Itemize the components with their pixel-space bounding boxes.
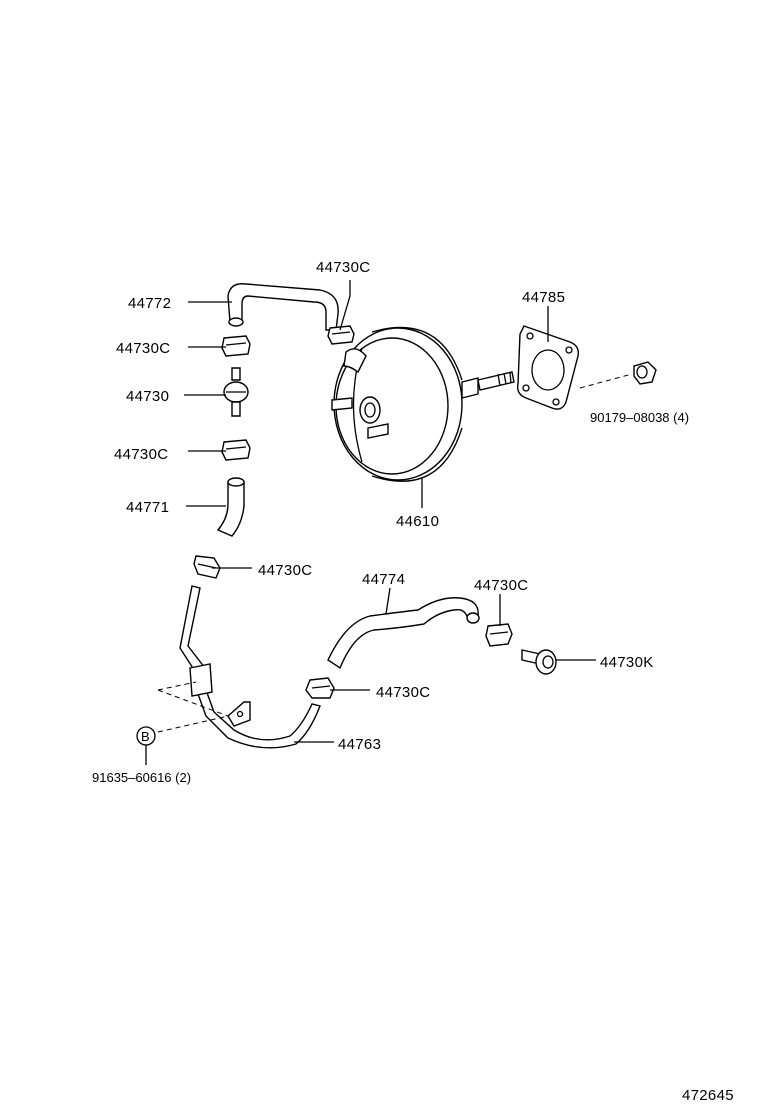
label-90179-08038: 90179–08038 (4) [590,410,689,425]
bolt-b-dash-leader [157,681,229,733]
label-44730c-2: 44730C [114,446,168,463]
hose-44771[interactable] [216,477,245,537]
label-44730k: 44730K [600,654,654,671]
label-44771: 44771 [126,499,169,516]
bolt-b-marker[interactable]: B [136,726,156,746]
label-44730c-4: 44730C [474,577,528,594]
label-44610: 44610 [396,513,439,530]
nut-90179-08038[interactable] [633,361,657,385]
label-44772: 44772 [128,295,171,312]
label-91635-60616: 91635–60616 (2) [92,770,191,785]
hose-44772[interactable] [227,283,339,331]
gasket-44785[interactable] [516,325,580,410]
clip-44730c-4[interactable] [485,623,513,647]
label-44730c-3: 44730C [258,562,312,579]
label-44730c-5: 44730C [376,684,430,701]
bolt-b-letter: B [141,729,150,744]
leader-44730c-top [339,280,351,331]
label-44785: 44785 [522,289,565,306]
clip-44730c-top[interactable] [327,325,355,345]
clip-44730c-3[interactable] [193,555,221,579]
nut-dash-leader [579,373,633,389]
label-44730c-1: 44730C [116,340,170,357]
clip-44730c-2[interactable] [221,439,251,461]
diagram-id: 472645 [682,1087,734,1104]
clip-44730c-5[interactable] [305,677,335,699]
hose-44774[interactable] [327,597,480,670]
label-44730c-top: 44730C [316,259,370,276]
label-44730: 44730 [126,388,169,405]
clip-44730c-1[interactable] [221,335,251,357]
valve-44730k[interactable] [521,649,557,675]
check-valve-44730[interactable] [223,367,249,417]
leader-44774 [385,587,391,615]
brake-booster-44610[interactable] [331,326,515,482]
label-44774: 44774 [362,571,405,588]
pipe-44763[interactable] [179,585,321,749]
label-44763: 44763 [338,736,381,753]
